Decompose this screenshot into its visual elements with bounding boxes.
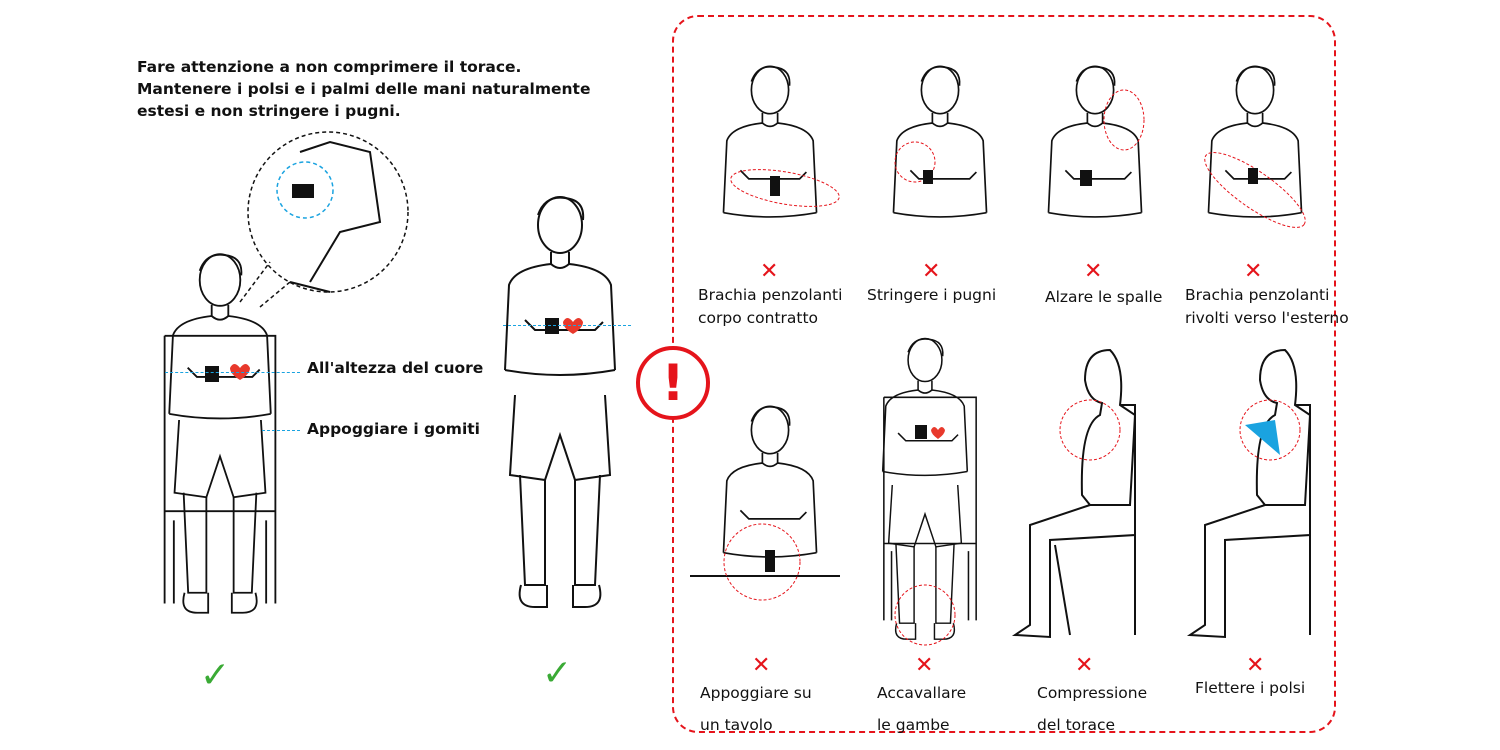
wrong-figure-1 xyxy=(722,65,840,218)
heart-level-label: All'altezza del cuore xyxy=(307,359,484,377)
wrong-figure-3 xyxy=(1047,65,1145,218)
wrong-mark-7: ✕ xyxy=(1075,653,1094,678)
heart-level-line xyxy=(165,372,300,373)
wrong-figure-4 xyxy=(1204,65,1306,228)
wrong-mark-3: ✕ xyxy=(1084,259,1103,284)
heart-level-line-standing xyxy=(503,325,631,326)
caption-6: Accavallare le gambe xyxy=(877,684,967,734)
caption-2: Stringere i pugni xyxy=(867,286,997,304)
check-mark-seated: ✓ xyxy=(200,655,231,696)
caption-3: Alzare le spalle xyxy=(1045,288,1163,306)
wrong-figure-6 xyxy=(881,337,977,646)
instruction-note: Fare attenzione a non comprimere il tora… xyxy=(137,58,591,120)
wrong-mark-1: ✕ xyxy=(760,259,779,284)
wrong-figure-2 xyxy=(892,65,988,218)
elbow-line xyxy=(262,430,300,431)
caption-4: Brachia penzolanti rivolti verso l'ester… xyxy=(1185,286,1349,327)
wrong-figure-5 xyxy=(690,405,840,601)
wrong-figure-7 xyxy=(1011,348,1137,639)
elbow-label: Appoggiare i gomiti xyxy=(307,420,480,438)
wrong-mark-5: ✕ xyxy=(752,653,771,678)
warning-icon: ! xyxy=(636,346,710,420)
wrong-mark-2: ✕ xyxy=(922,259,941,284)
check-mark-standing: ✓ xyxy=(542,653,573,694)
zoom-detail-bubble xyxy=(239,131,409,308)
wrong-figure-8 xyxy=(1186,348,1312,639)
caption-7: Compressione del torace xyxy=(1037,684,1148,734)
caption-1: Brachia penzolanti corpo contratto xyxy=(698,286,843,327)
wrong-mark-4: ✕ xyxy=(1244,259,1263,284)
caption-5: Appoggiare su un tavolo xyxy=(700,684,812,734)
caption-8: Flettere i polsi xyxy=(1195,679,1306,697)
standing-correct-figure xyxy=(504,196,616,609)
wrong-mark-8: ✕ xyxy=(1246,653,1265,678)
wrong-mark-6: ✕ xyxy=(915,653,934,678)
